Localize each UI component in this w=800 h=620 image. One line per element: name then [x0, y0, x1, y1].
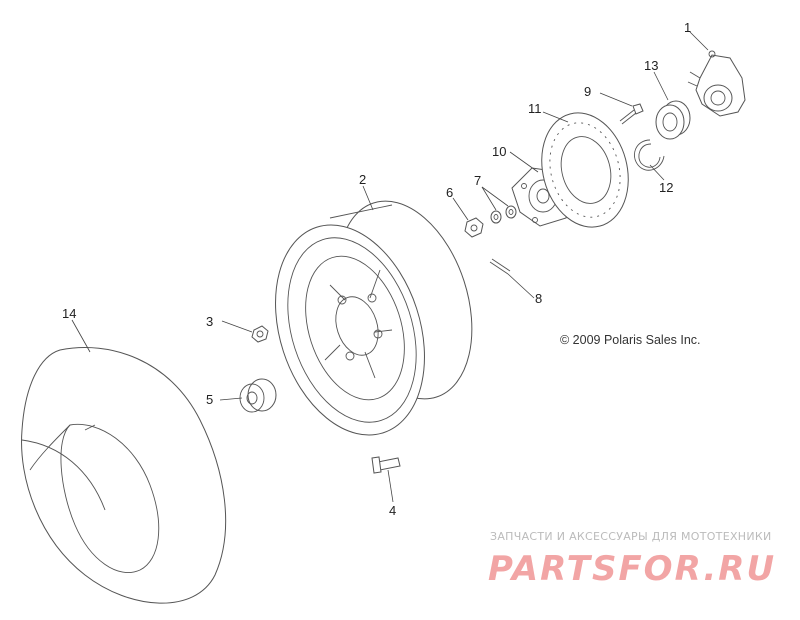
lug-nut-part-3 — [251, 325, 269, 343]
leader-10 — [509, 151, 539, 173]
callout-5: 5 — [206, 392, 213, 407]
hub-cap-part-5 — [239, 378, 277, 413]
leader-4 — [387, 469, 394, 503]
callout-12: 12 — [659, 180, 673, 195]
retaining-ring-part-12 — [634, 139, 665, 171]
callout-7: 7 — [474, 173, 481, 188]
leader-14 — [71, 319, 91, 353]
leader-1 — [689, 31, 709, 51]
callout-9: 9 — [584, 84, 591, 99]
bearing-part-13 — [655, 100, 691, 140]
bolt-part-9 — [619, 103, 644, 125]
callout-14: 14 — [62, 306, 76, 321]
cotter-pin-part-8 — [489, 258, 511, 275]
leader-12 — [649, 164, 665, 181]
watermark-tagline: ЗАПЧАСТИ И АКСЕССУАРЫ ДЛЯ МОТОТЕХНИКИ — [490, 530, 772, 543]
leader-lines — [71, 31, 709, 503]
tire-part-14 — [21, 347, 227, 604]
wheel-rim-part-2 — [275, 200, 473, 436]
leader-8 — [507, 273, 535, 299]
leader-7a — [481, 186, 497, 211]
leader-2 — [362, 185, 374, 211]
leader-7b — [481, 186, 509, 207]
callout-1: 1 — [684, 20, 691, 35]
watermark-brand: PARTSFOR.RU — [488, 549, 776, 589]
callout-11: 11 — [528, 101, 542, 116]
callout-3: 3 — [206, 314, 213, 329]
callout-13: 13 — [644, 58, 658, 73]
leader-6 — [452, 197, 469, 221]
leader-5 — [219, 397, 243, 401]
leader-11 — [542, 111, 569, 123]
callout-10: 10 — [492, 144, 506, 159]
callout-4: 4 — [389, 503, 396, 518]
washers-part-7 — [490, 205, 517, 224]
knuckle-part-1 — [687, 50, 746, 117]
brake-disc-part-11 — [541, 112, 629, 228]
callout-2: 2 — [359, 172, 366, 187]
callout-8: 8 — [535, 291, 542, 306]
leader-9 — [599, 92, 633, 107]
copyright-text: © 2009 Polaris Sales Inc. — [560, 333, 701, 347]
leader-3 — [221, 320, 253, 333]
nut-part-6 — [464, 217, 484, 238]
leader-13 — [653, 71, 669, 101]
bolt-part-4 — [371, 456, 401, 474]
callout-6: 6 — [446, 185, 453, 200]
